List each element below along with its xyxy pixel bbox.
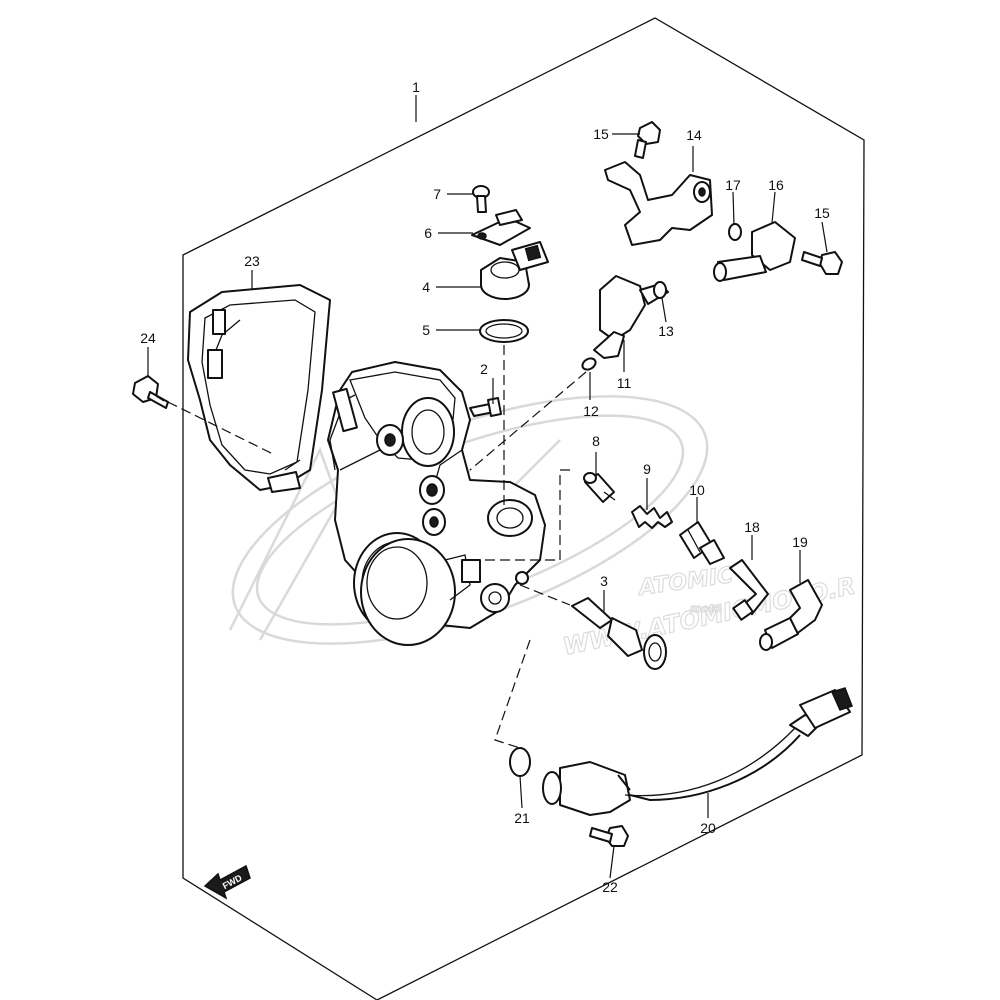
part-15b-bolt xyxy=(801,251,843,275)
part-9-spring xyxy=(631,505,673,529)
callout-5: 5 xyxy=(422,322,430,338)
part-23-gasket xyxy=(187,284,331,493)
callout-15b: 15 xyxy=(814,205,830,221)
part-14-bracket xyxy=(604,161,713,246)
watermark-sub: moto xyxy=(690,602,722,615)
callout-19: 19 xyxy=(792,534,808,550)
throttle-body xyxy=(327,361,546,646)
callout-20: 20 xyxy=(700,820,716,836)
callout-18: 18 xyxy=(744,519,760,535)
leader-lines xyxy=(147,95,828,879)
callout-1: 1 xyxy=(412,79,420,95)
callout-2: 2 xyxy=(480,361,488,377)
part-12-o-ring xyxy=(581,357,597,371)
part-19-elbow xyxy=(759,579,823,651)
callout-14: 14 xyxy=(686,127,702,143)
callout-6: 6 xyxy=(424,225,432,241)
part-17-washer xyxy=(728,223,742,241)
part-3-adjuster xyxy=(571,597,667,670)
part-10-fitting xyxy=(679,521,725,565)
part-20-sensor xyxy=(542,687,853,816)
callout-7: 7 xyxy=(433,186,441,202)
part-13-o-ring xyxy=(653,281,667,299)
callout-21: 21 xyxy=(514,810,530,826)
callout-15a: 15 xyxy=(593,126,609,142)
part-2-screw xyxy=(469,397,502,417)
watermark-brand: ATOMIC xyxy=(635,563,734,601)
part-16-fitting xyxy=(713,221,796,282)
part-4-sensor xyxy=(480,241,549,300)
callout-9: 9 xyxy=(643,461,651,477)
callout-17: 17 xyxy=(725,177,741,193)
callouts: 1 2 3 4 5 6 7 8 9 10 11 12 13 14 15 15 1… xyxy=(140,79,830,895)
part-24-bolt xyxy=(132,375,169,409)
callout-16: 16 xyxy=(768,177,784,193)
part-18-hose xyxy=(729,559,769,621)
assembly-boundary xyxy=(182,17,865,1000)
part-22-bolt xyxy=(589,825,629,847)
callout-11: 11 xyxy=(617,375,632,391)
fwd-arrow: FWD xyxy=(203,864,251,900)
callout-12: 12 xyxy=(583,403,599,419)
callout-24: 24 xyxy=(140,330,156,346)
callout-10: 10 xyxy=(689,482,705,498)
callout-3: 3 xyxy=(600,573,608,589)
part-21-o-ring xyxy=(509,747,531,777)
callout-4: 4 xyxy=(422,279,430,295)
part-8-plunger xyxy=(583,472,616,503)
part-7-screw xyxy=(472,185,490,213)
part-11-injector xyxy=(593,275,669,359)
callout-8: 8 xyxy=(592,433,600,449)
callout-22: 22 xyxy=(602,879,618,895)
part-15a-bolt xyxy=(634,121,661,159)
part-6-bracket xyxy=(471,209,531,246)
part-5-o-ring xyxy=(479,319,529,343)
assembly-lines xyxy=(167,345,587,749)
callout-23: 23 xyxy=(244,253,260,269)
callout-13: 13 xyxy=(658,323,674,339)
